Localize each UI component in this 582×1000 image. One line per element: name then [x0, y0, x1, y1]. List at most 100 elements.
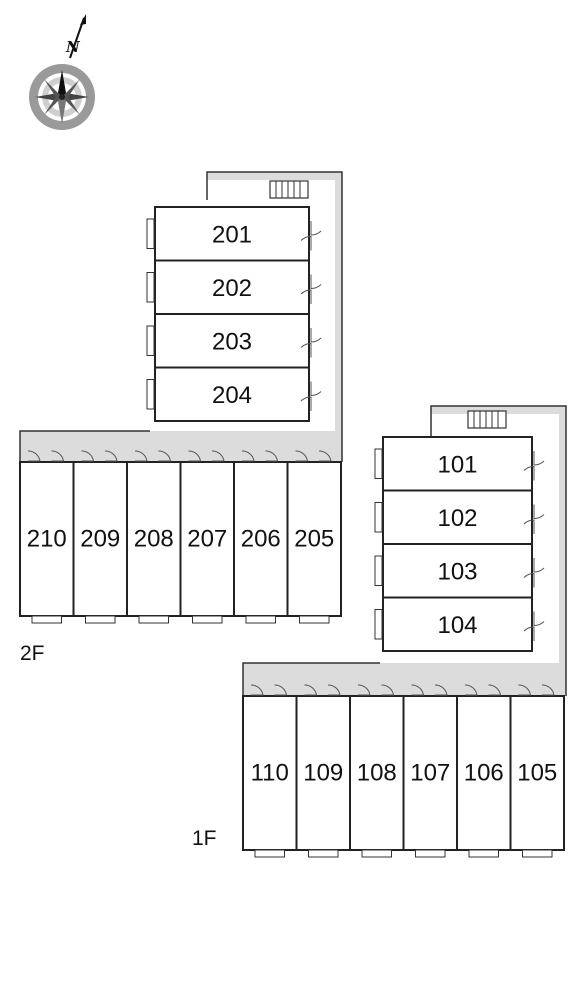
unit-label-204: 204 — [212, 382, 252, 409]
door-swing-icon — [434, 684, 448, 696]
balcony — [146, 379, 155, 410]
door-swing-icon — [533, 558, 545, 573]
unit-label-110: 110 — [251, 760, 289, 787]
unit-2f-201 — [154, 206, 310, 262]
door-swing-icon — [381, 684, 395, 696]
door-swing-icon — [523, 465, 535, 481]
door-swing-icon — [304, 684, 318, 696]
door-swing-icon — [523, 572, 535, 588]
balcony — [468, 849, 499, 858]
corridor-1f — [242, 405, 567, 696]
door-swing-icon — [523, 519, 535, 534]
balcony — [245, 615, 276, 624]
door-swing-icon — [241, 450, 255, 462]
door-swing-icon — [27, 450, 41, 462]
balcony — [254, 849, 285, 858]
door-swing-icon — [533, 611, 545, 627]
door-swing-icon — [357, 684, 371, 696]
door-swing-icon — [134, 450, 148, 462]
door-swing-icon — [464, 684, 478, 696]
balcony — [308, 849, 339, 858]
balcony — [146, 272, 155, 303]
unit-label-106: 106 — [464, 760, 504, 787]
door-swing-icon — [274, 684, 288, 696]
unit-2f-204 — [154, 366, 310, 422]
balcony — [192, 615, 223, 624]
unit-label-107: 107 — [410, 760, 450, 787]
door-swing-icon — [300, 396, 312, 411]
unit-label-101: 101 — [437, 451, 477, 478]
unit-1f-109 — [295, 695, 351, 851]
door-swing-icon — [81, 450, 95, 462]
unit-label-108: 108 — [357, 760, 397, 787]
door-swing-icon — [51, 450, 65, 462]
door-swing-icon — [518, 684, 532, 696]
unit-label-205: 205 — [294, 526, 334, 553]
balcony — [374, 609, 383, 640]
door-swing-icon — [318, 450, 332, 462]
unit-1f-104 — [382, 596, 533, 652]
door-swing-icon — [211, 450, 225, 462]
door-swing-icon — [265, 450, 279, 462]
unit-label-104: 104 — [437, 612, 477, 639]
door-swing-icon — [295, 450, 309, 462]
door-swing-icon — [188, 450, 202, 462]
compass-rose-icon — [29, 64, 95, 130]
unit-label-210: 210 — [27, 526, 67, 553]
door-swing-icon — [533, 504, 545, 520]
door-swing-icon — [488, 684, 502, 696]
door-swing-icon — [310, 381, 322, 397]
unit-label-105: 105 — [517, 760, 557, 787]
balcony — [146, 218, 155, 249]
north-label: N — [65, 38, 81, 56]
balcony — [31, 615, 62, 624]
balcony — [374, 502, 383, 533]
unit-label-208: 208 — [134, 526, 174, 553]
unit-1f-102 — [382, 489, 533, 545]
door-swing-icon — [523, 626, 535, 641]
door-swing-icon — [250, 684, 264, 696]
balcony — [361, 849, 392, 858]
door-swing-icon — [300, 342, 312, 358]
balcony — [138, 615, 169, 624]
balcony — [415, 849, 446, 858]
balcony — [85, 615, 116, 624]
balcony — [299, 615, 330, 624]
north-arrow-icon — [69, 14, 86, 59]
unit-2f-203 — [154, 313, 310, 369]
door-swing-icon — [310, 221, 322, 236]
unit-2f-206 — [233, 461, 289, 617]
floor-label-2f: 2F — [20, 642, 45, 665]
stairs-icon — [467, 410, 507, 429]
unit-label-109: 109 — [303, 760, 343, 787]
unit-1f-101 — [382, 436, 533, 492]
floor-label-1f: 1F — [192, 827, 217, 850]
unit-1f-105 — [509, 695, 565, 851]
door-swing-icon — [533, 451, 545, 466]
unit-label-209: 209 — [80, 526, 120, 553]
unit-label-203: 203 — [212, 328, 252, 355]
balcony — [374, 448, 383, 479]
unit-label-202: 202 — [212, 275, 252, 302]
door-swing-icon — [310, 274, 322, 290]
door-swing-icon — [300, 289, 312, 304]
stairs-icon — [269, 180, 309, 199]
unit-label-102: 102 — [437, 505, 477, 532]
unit-2f-202 — [154, 259, 310, 315]
balcony — [522, 849, 553, 858]
balcony — [374, 555, 383, 586]
door-swing-icon — [411, 684, 425, 696]
unit-1f-108 — [349, 695, 405, 851]
door-swing-icon — [310, 328, 322, 343]
door-swing-icon — [104, 450, 118, 462]
balcony — [146, 325, 155, 356]
unit-label-207: 207 — [187, 526, 227, 553]
unit-1f-103 — [382, 543, 533, 599]
unit-2f-207 — [179, 461, 235, 617]
unit-label-201: 201 — [212, 221, 252, 248]
unit-2f-208 — [126, 461, 182, 617]
door-swing-icon — [541, 684, 555, 696]
door-swing-icon — [300, 235, 312, 251]
unit-label-103: 103 — [437, 558, 477, 585]
